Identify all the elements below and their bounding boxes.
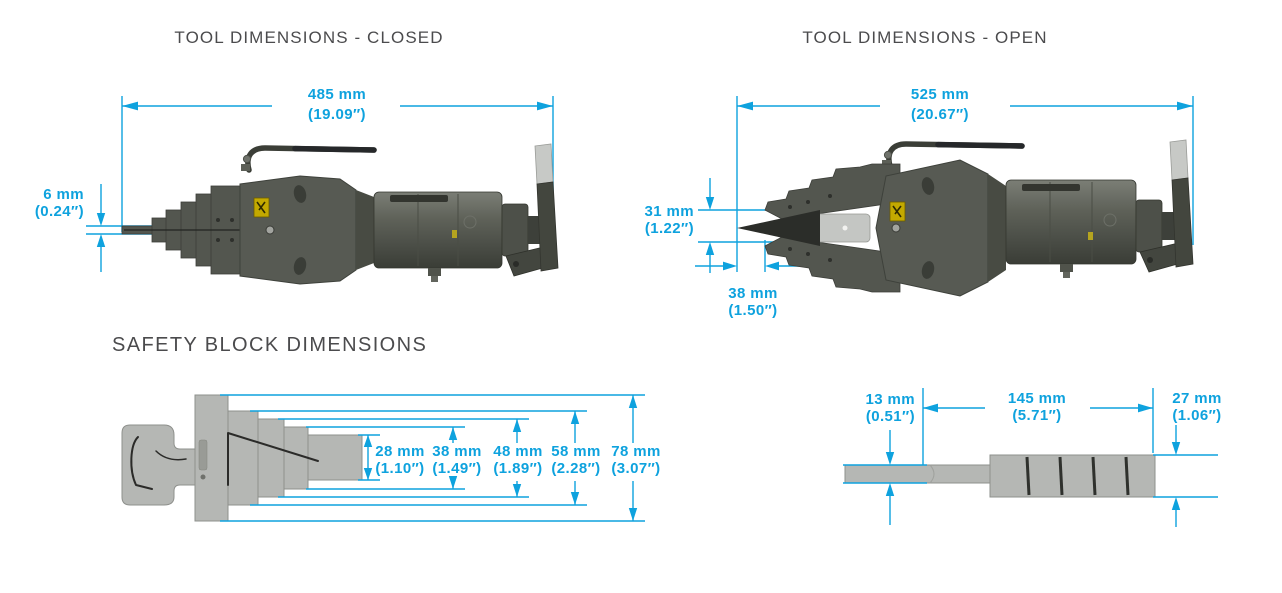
dim-label-step-38: 38 mm (1.49″) <box>425 443 489 477</box>
safety-block-shape <box>121 394 363 522</box>
dim-mm: 38 mm <box>728 285 778 302</box>
dim-label-step-78: 78 mm (3.07″) <box>604 443 668 477</box>
dim-in: (1.89″) <box>493 460 543 477</box>
dim-mm: 38 mm <box>432 443 482 460</box>
dim-mm: 31 mm <box>644 203 694 220</box>
dim-in: (1.49″) <box>432 460 482 477</box>
open-spread-dimension <box>698 178 775 273</box>
length-dimension <box>922 388 1154 465</box>
open-tool-drawing <box>695 96 1194 297</box>
dim-mm: 145 mm <box>1007 390 1067 407</box>
dim-mm: 28 mm <box>375 443 425 460</box>
spreader-jaws-closed <box>121 185 335 275</box>
dim-in: (20.67″) <box>911 106 969 123</box>
dim-in: (19.09″) <box>308 106 366 123</box>
center-wedge <box>737 210 871 246</box>
tool-head <box>239 175 357 285</box>
dim-mm: 525 mm <box>910 86 970 103</box>
dim-mm: 58 mm <box>551 443 601 460</box>
dim-label-step-48: 48 mm (1.89″) <box>486 443 550 477</box>
dim-in: (5.71″) <box>1012 407 1062 424</box>
dim-mm: 485 mm <box>307 86 367 103</box>
step-dimension-arrows <box>363 395 638 521</box>
dim-mm: 27 mm <box>1172 390 1222 407</box>
safety-block-section-title: SAFETY BLOCK DIMENSIONS <box>112 334 428 356</box>
dim-in: (0.51″) <box>865 408 915 425</box>
dim-in: (0.24″) <box>34 203 84 220</box>
dim-label-open-length: 525 mm (20.67″) <box>880 85 1000 125</box>
rear-handle <box>501 143 559 277</box>
tool-head <box>875 159 989 297</box>
carry-handle <box>241 145 377 173</box>
dim-mm: 78 mm <box>611 443 661 460</box>
dim-mm: 6 mm <box>43 186 84 203</box>
open-tool-illustration <box>737 139 1194 297</box>
dim-in: (1.22″) <box>644 220 694 237</box>
tab-dimension <box>843 430 927 525</box>
dim-label-open-reach: 38 mm (1.50″) <box>693 285 813 319</box>
closed-tool-illustration <box>121 143 559 285</box>
rear-handle <box>1135 139 1194 273</box>
safety-block-side-drawing <box>843 388 1218 527</box>
dim-mm: 48 mm <box>493 443 543 460</box>
carry-handle <box>882 141 1025 169</box>
dim-label-side-length: 145 mm (5.71″) <box>977 390 1097 424</box>
dim-mm: 13 mm <box>865 391 915 408</box>
dim-in: (3.07″) <box>611 460 661 477</box>
dim-label-step-28: 28 mm (1.10″) <box>368 443 432 477</box>
dim-label-side-height: 27 mm (1.06″) <box>1137 390 1257 424</box>
height-dimension <box>1153 425 1218 527</box>
dim-label-closed-tip: 6 mm (0.24″) <box>8 186 84 220</box>
step-extension-lines <box>220 394 645 522</box>
open-section-title: TOOL DIMENSIONS - OPEN <box>802 28 1048 47</box>
dim-in: (1.10″) <box>375 460 425 477</box>
dim-in: (2.28″) <box>551 460 601 477</box>
safety-block-side-shape <box>844 454 1156 498</box>
block-handle <box>121 424 196 506</box>
dim-label-closed-length: 485 mm (19.09″) <box>277 85 397 125</box>
closed-length-dimension <box>121 96 554 252</box>
closed-section-title: TOOL DIMENSIONS - CLOSED <box>174 28 444 47</box>
closed-tool-drawing <box>86 96 559 285</box>
dim-in: (1.50″) <box>728 302 778 319</box>
tool-body <box>356 190 503 282</box>
dim-label-side-tab: 13 mm (0.51″) <box>843 391 915 425</box>
safety-block-front-drawing <box>121 394 645 522</box>
dim-label-step-58: 58 mm (2.28″) <box>544 443 608 477</box>
block-stamp <box>198 439 208 471</box>
tool-body <box>988 174 1137 282</box>
spreader-arms-open <box>764 163 901 293</box>
dim-label-open-spread: 31 mm (1.22″) <box>618 203 694 237</box>
dim-in: (1.06″) <box>1172 407 1222 424</box>
